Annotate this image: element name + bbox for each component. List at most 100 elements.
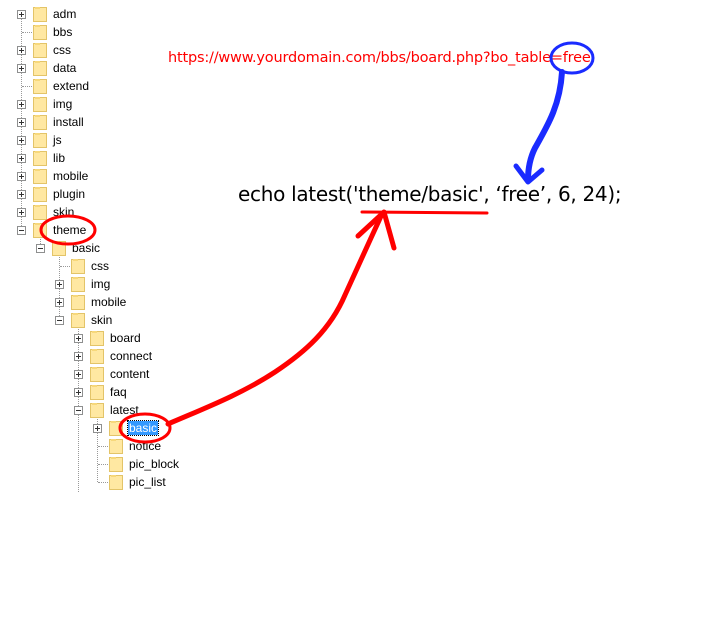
folder-icon <box>90 384 104 400</box>
collapse-icon[interactable] <box>36 243 45 253</box>
tree-item-mobile[interactable]: mobile <box>55 293 127 311</box>
tree-item-label: pic_list <box>129 475 166 489</box>
tree-item-connect[interactable]: connect <box>74 347 153 365</box>
expand-icon[interactable] <box>55 297 64 307</box>
folder-icon <box>90 348 104 364</box>
folder-icon <box>33 222 47 238</box>
collapse-icon[interactable] <box>17 225 26 235</box>
expand-icon[interactable] <box>17 99 26 109</box>
tree-item-label: img <box>53 97 73 111</box>
tree-item-content[interactable]: content <box>74 365 150 383</box>
folder-icon <box>33 96 47 112</box>
tree-item-lib[interactable]: lib <box>17 149 66 167</box>
tree-item-latest[interactable]: latest <box>74 401 140 419</box>
url-annotation: https://www.yourdomain.com/bbs/board.php… <box>168 50 591 66</box>
expand-icon[interactable] <box>17 117 26 127</box>
tree-item-plugin[interactable]: plugin <box>17 185 86 203</box>
tree-item-label: skin <box>91 313 113 327</box>
tree-guide-line <box>22 86 32 87</box>
expand-icon[interactable] <box>17 45 26 55</box>
tree-item-pic-list[interactable]: pic_list <box>93 473 167 491</box>
folder-icon <box>33 60 47 76</box>
expand-icon[interactable] <box>17 171 26 181</box>
tree-item-label: plugin <box>53 187 86 201</box>
red-arrow-head <box>355 209 397 251</box>
red-underline <box>360 210 489 215</box>
tree-item-notice[interactable]: notice <box>93 437 162 455</box>
tree-item-label: basic <box>126 420 160 436</box>
folder-icon <box>33 168 47 184</box>
tree-item-skin[interactable]: skin <box>17 203 75 221</box>
tree-item-label: js <box>53 133 62 147</box>
tree-item-img[interactable]: img <box>17 95 73 113</box>
tree-item-img[interactable]: img <box>55 275 111 293</box>
expand-icon[interactable] <box>17 63 26 73</box>
folder-icon <box>71 276 85 292</box>
expand-icon[interactable] <box>93 423 102 433</box>
tree-item-pic-block[interactable]: pic_block <box>93 455 180 473</box>
tree-item-bbs[interactable]: bbs <box>17 23 73 41</box>
collapse-icon[interactable] <box>55 315 64 325</box>
folder-icon <box>90 402 104 418</box>
tree-item-skin[interactable]: skin <box>55 311 113 329</box>
tree-item-css[interactable]: css <box>17 41 72 59</box>
tree-item-label: mobile <box>53 169 89 183</box>
expand-icon[interactable] <box>55 279 64 289</box>
folder-tree: adm bbs css data extend img install js l <box>0 0 230 500</box>
folder-icon <box>33 6 47 22</box>
tree-item-label: connect <box>110 349 153 363</box>
tree-guide-line <box>98 482 108 483</box>
tree-item-label: img <box>91 277 111 291</box>
expand-icon[interactable] <box>74 369 83 379</box>
tree-item-label: bbs <box>53 25 73 39</box>
folder-icon <box>109 456 123 472</box>
expand-icon[interactable] <box>17 135 26 145</box>
folder-icon <box>33 186 47 202</box>
tree-item-js[interactable]: js <box>17 131 63 149</box>
expand-icon[interactable] <box>17 207 26 217</box>
folder-icon <box>33 78 47 94</box>
folder-icon <box>71 258 85 274</box>
folder-icon <box>90 366 104 382</box>
tree-item-extend[interactable]: extend <box>17 77 90 95</box>
collapse-icon[interactable] <box>74 405 83 415</box>
expand-icon[interactable] <box>17 153 26 163</box>
code-annotation: echo latest('theme/basic', ‘free’, 6, 24… <box>238 182 622 206</box>
tree-item-label: content <box>110 367 150 381</box>
tree-item-mobile[interactable]: mobile <box>17 167 89 185</box>
expand-icon[interactable] <box>17 189 26 199</box>
tree-item-label: latest <box>110 403 139 417</box>
folder-icon <box>71 312 85 328</box>
tree-item-label: install <box>53 115 84 129</box>
folder-icon <box>33 150 47 166</box>
tree-item-label: skin <box>53 205 75 219</box>
expand-icon[interactable] <box>74 387 83 397</box>
tree-item-label: faq <box>110 385 127 399</box>
tree-item-label: mobile <box>91 295 127 309</box>
expand-icon[interactable] <box>74 351 83 361</box>
tree-item-basic[interactable]: basic <box>36 239 101 257</box>
folder-icon <box>109 420 123 436</box>
folder-icon <box>52 240 66 256</box>
blue-arrow-head <box>513 163 545 185</box>
tree-item-theme[interactable]: theme <box>17 221 87 239</box>
tree-item-label: pic_block <box>129 457 180 471</box>
tree-item-adm[interactable]: adm <box>17 5 77 23</box>
tree-item-label: theme <box>53 223 87 237</box>
tree-item-label: adm <box>53 7 77 21</box>
folder-icon <box>90 330 104 346</box>
tree-guide-line <box>98 446 108 447</box>
tree-item-board[interactable]: board <box>74 329 142 347</box>
tree-item-faq[interactable]: faq <box>74 383 128 401</box>
tree-item-label: lib <box>53 151 66 165</box>
tree-item-css[interactable]: css <box>55 257 110 275</box>
expand-icon[interactable] <box>17 9 26 19</box>
tree-item-install[interactable]: install <box>17 113 85 131</box>
folder-icon <box>33 204 47 220</box>
tree-item-label: css <box>91 259 109 273</box>
folder-icon <box>33 132 47 148</box>
folder-icon <box>33 42 47 58</box>
expand-icon[interactable] <box>74 333 83 343</box>
tree-item-basic-selected[interactable]: basic <box>93 419 160 437</box>
tree-item-data[interactable]: data <box>17 59 77 77</box>
